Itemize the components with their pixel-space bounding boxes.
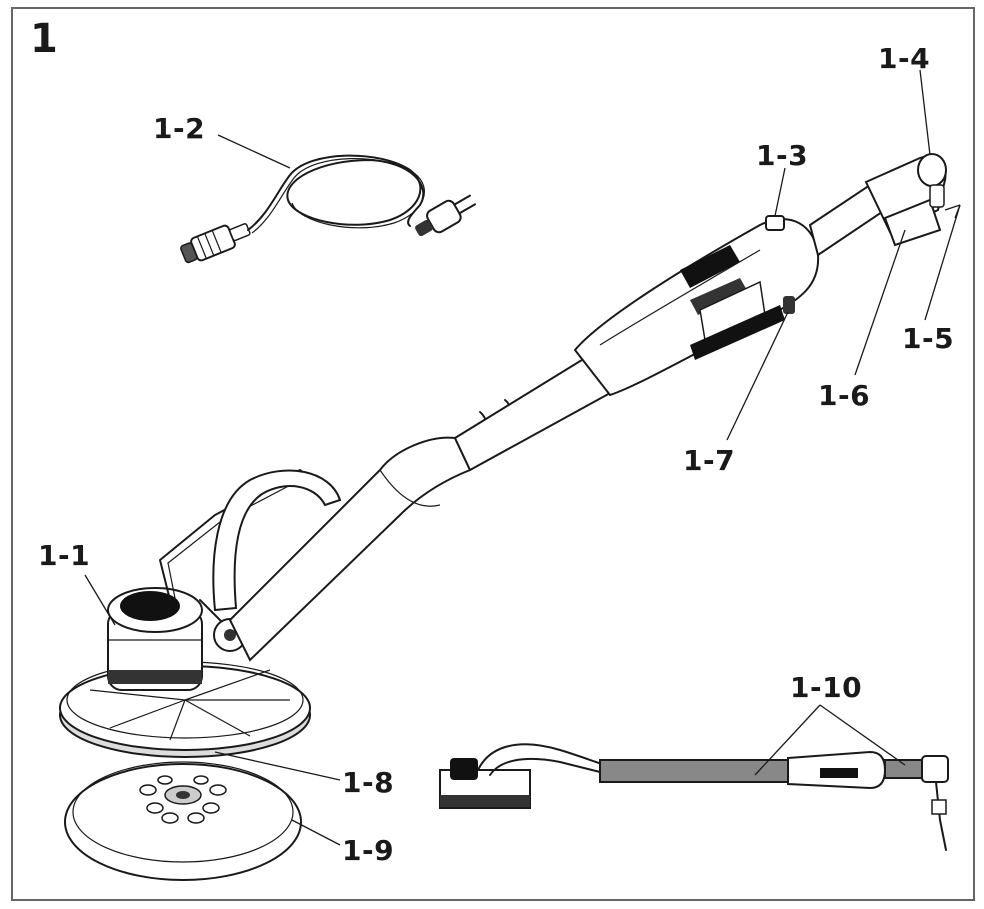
label-1-3: 1-3 — [756, 139, 808, 172]
label-1-6: 1-6 — [818, 379, 870, 412]
label-1-7: 1-7 — [683, 444, 735, 477]
label-1-2: 1-2 — [153, 112, 205, 145]
label-1-5: 1-5 — [902, 322, 954, 355]
figure-number: 1 — [30, 16, 58, 62]
handle-housing — [573, 215, 820, 397]
figure-frame — [11, 7, 975, 901]
sanding-pad — [64, 763, 302, 881]
label-1-10: 1-10 — [790, 671, 862, 704]
drywall-sander — [59, 153, 947, 881]
label-1-9: 1-9 — [342, 834, 394, 867]
power-cable — [180, 154, 476, 264]
leader-lines — [84, 69, 961, 846]
label-1-4: 1-4 — [878, 42, 930, 75]
label-1-8: 1-8 — [342, 766, 394, 799]
label-1-1: 1-1 — [38, 539, 90, 572]
motor-head — [107, 587, 203, 691]
sander-side-view — [439, 743, 949, 851]
cable-connector-socket — [864, 153, 947, 247]
